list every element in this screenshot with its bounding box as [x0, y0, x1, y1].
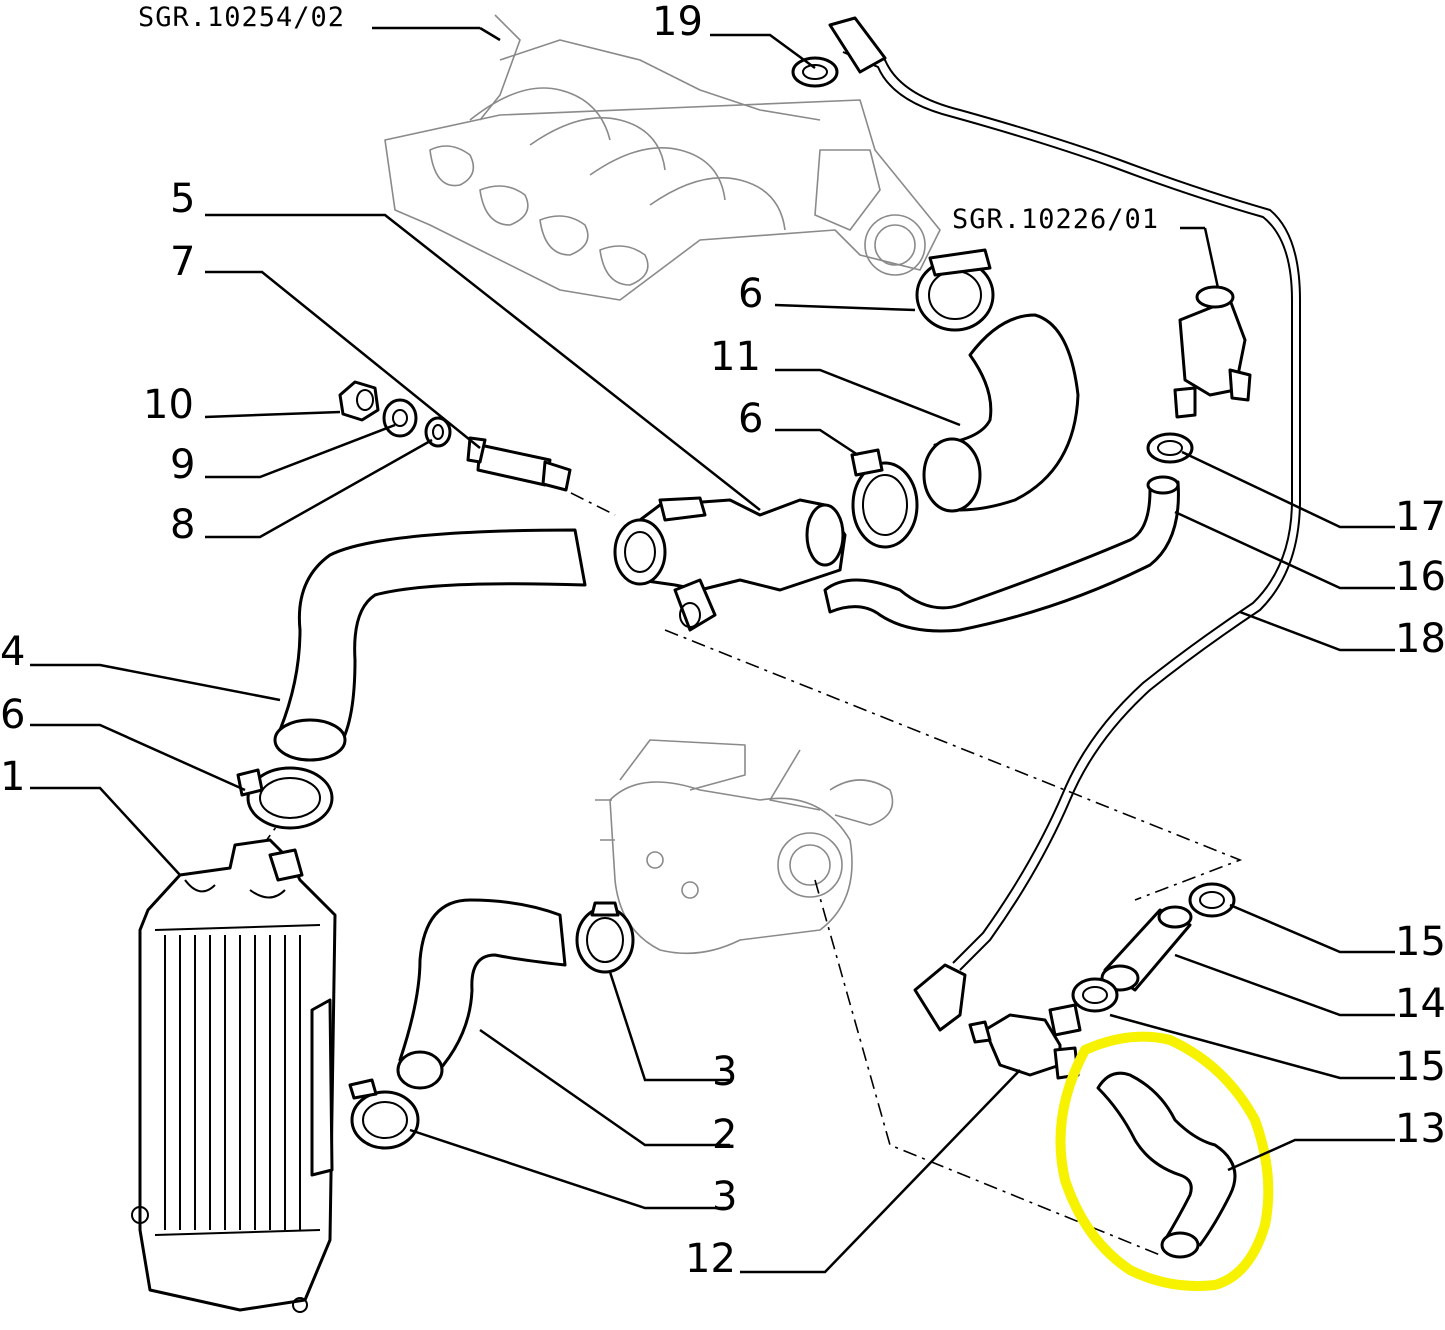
callout-8: 8	[170, 502, 195, 548]
callout-11: 11	[710, 334, 761, 380]
clamp-part-6-pipe	[850, 448, 919, 549]
callout-6-pipe: 6	[738, 396, 763, 442]
callout-1: 1	[0, 754, 25, 800]
hose-part-2	[396, 898, 567, 1090]
hose-part-4	[273, 528, 587, 762]
callout-3-lower: 3	[712, 1174, 737, 1220]
clamp-part-19	[791, 56, 839, 88]
callout-2: 2	[712, 1112, 737, 1158]
clamp-part-3-upper	[575, 901, 635, 974]
charge-pipe-part-5	[613, 496, 847, 632]
intercooler-radiator	[131, 838, 337, 1313]
solenoid-valve-part-12	[968, 1003, 1082, 1080]
callout-16: 16	[1395, 554, 1445, 600]
callout-19: 19	[652, 0, 703, 45]
callout-9: 9	[170, 442, 195, 488]
callout-3-upper: 3	[712, 1049, 737, 1095]
nut-part-10	[338, 380, 380, 422]
clamp-part-6-throttle	[915, 248, 995, 332]
valve-sgr-10226-drawing	[1173, 285, 1252, 419]
clamp-part-15-lower	[1071, 977, 1119, 1013]
callout-7: 7	[170, 239, 195, 285]
intake-manifold-drawing	[384, 14, 941, 301]
clamp-part-17	[1146, 432, 1194, 464]
hose-part-16	[823, 475, 1180, 633]
callout-5: 5	[170, 176, 195, 222]
callout-15-upper: 15	[1395, 919, 1445, 965]
leader-lines	[30, 33, 1395, 1274]
manifold-reference-label: SGR.10254/02	[138, 2, 345, 33]
turbocharger-drawing	[595, 739, 894, 955]
callout-6-intercooler: 6	[0, 692, 25, 738]
washer-part-9	[382, 398, 418, 438]
callout-6-throttle: 6	[738, 271, 763, 317]
callout-4: 4	[0, 629, 25, 675]
clamp-part-3-lower	[348, 1078, 420, 1150]
callout-14: 14	[1395, 981, 1445, 1027]
callout-17: 17	[1395, 494, 1445, 540]
sensor-part-7	[466, 436, 572, 492]
callout-12: 12	[685, 1236, 736, 1282]
hose-part-14	[1100, 905, 1193, 992]
clamp-part-15-upper	[1188, 882, 1236, 918]
callout-18: 18	[1395, 616, 1445, 662]
vacuum-line-part-18	[828, 16, 1301, 1032]
callout-15-lower: 15	[1395, 1044, 1445, 1090]
seal-part-8	[424, 416, 452, 448]
valve-reference-label: SGR.10226/01	[952, 204, 1159, 235]
highlight-circle	[1055, 1031, 1274, 1291]
hose-part-11	[922, 313, 1080, 513]
clamp-part-6-intercooler	[236, 766, 334, 830]
callout-13: 13	[1395, 1106, 1445, 1152]
callout-10: 10	[143, 382, 194, 428]
hose-part-13	[1096, 1071, 1237, 1259]
